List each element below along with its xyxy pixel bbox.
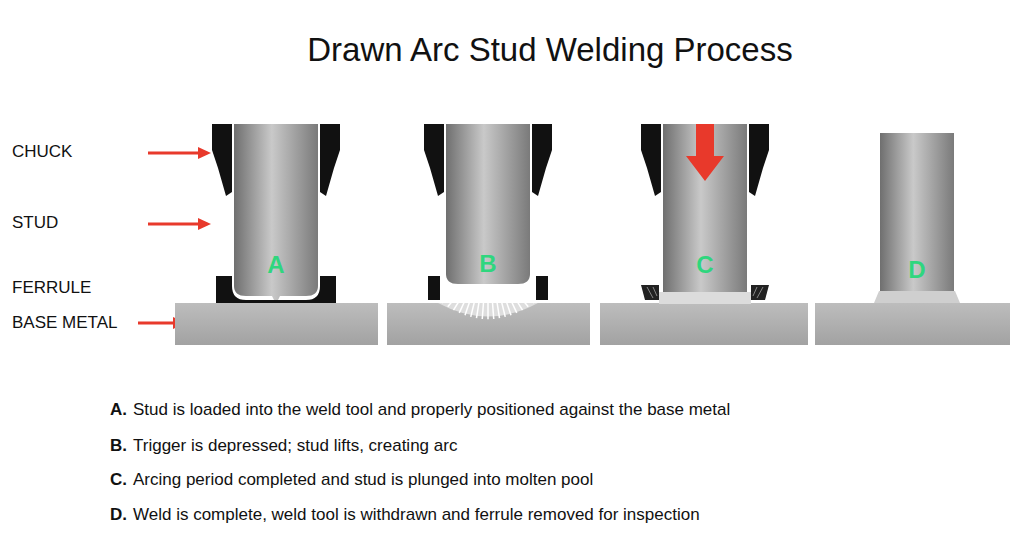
- part-label: BASE METAL: [12, 313, 118, 333]
- pointer-arrow-part: [198, 147, 211, 159]
- ferrule-cracks-part: [757, 287, 763, 298]
- stud: [234, 124, 318, 302]
- step-letter: C: [696, 251, 713, 279]
- pointer-arrow-part: [198, 218, 211, 230]
- base-metal-plate-part: [815, 303, 1010, 345]
- ferrule-cracks: [647, 287, 763, 298]
- chuck: [749, 124, 769, 196]
- step-letter: A: [267, 251, 284, 279]
- step-letter: D: [908, 256, 925, 284]
- step-key: D.: [110, 505, 127, 525]
- panel-c-illustration: [641, 124, 769, 304]
- chuck: [320, 124, 340, 196]
- step-key: A.: [110, 400, 127, 420]
- arc-rays-part: [513, 285, 534, 303]
- arc-rays-part: [482, 285, 485, 319]
- part-label: FERRULE: [12, 278, 91, 298]
- ferrule: [428, 276, 440, 300]
- pointer-arrow-part: [148, 152, 200, 155]
- arc-rays-part: [491, 285, 494, 319]
- panel-d-illustration: [874, 133, 960, 303]
- plunge-arrow: [686, 124, 724, 181]
- step-description: Arcing period completed and stud is plun…: [133, 470, 593, 490]
- step-description: Weld is complete, weld tool is withdrawn…: [133, 505, 700, 525]
- arc-rays-part: [497, 285, 505, 317]
- stud: [663, 124, 747, 292]
- base-metal-plate-part: [600, 303, 808, 345]
- ferrule: [216, 300, 336, 303]
- ferrule: [216, 276, 246, 300]
- chuck: [212, 124, 232, 196]
- arc-rays: [442, 285, 534, 319]
- base-metal-plate: [175, 303, 1010, 345]
- arc-rays-part: [465, 285, 475, 315]
- ferrule-cracks-part: [653, 287, 657, 296]
- panel-a-illustration: [212, 124, 340, 303]
- arc-rays-part: [477, 285, 482, 318]
- panel-b-illustration: [424, 124, 552, 319]
- diagram-title: Drawn Arc Stud Welding Process: [307, 31, 792, 69]
- step-description: Trigger is depressed; stud lifts, creati…: [133, 436, 457, 456]
- base-metal-plate-part: [175, 303, 378, 345]
- pointer-arrow-part: [138, 322, 175, 325]
- chuck: [424, 124, 444, 196]
- stud: [880, 133, 954, 293]
- ferrule: [641, 285, 659, 300]
- ferrule: [751, 285, 769, 300]
- arc-rays-part: [487, 285, 489, 319]
- step-description: Stud is loaded into the weld tool and pr…: [133, 400, 730, 420]
- weld-fillet: [874, 291, 960, 303]
- part-label: STUD: [12, 213, 58, 233]
- weld-pool: [659, 292, 751, 304]
- ferrule: [306, 276, 336, 300]
- ferrule-cracks-part: [753, 287, 757, 296]
- ferrule-cracks-part: [647, 287, 653, 298]
- step-letter: B: [479, 250, 496, 278]
- stud: [446, 124, 530, 284]
- chuck: [532, 124, 552, 196]
- chuck: [641, 124, 661, 196]
- step-key: B.: [110, 436, 127, 456]
- pointer-arrow-part: [148, 223, 200, 226]
- part-label: CHUCK: [12, 142, 72, 162]
- ferrule: [536, 276, 548, 300]
- step-key: C.: [110, 470, 127, 490]
- pointer-arrow: [138, 147, 211, 329]
